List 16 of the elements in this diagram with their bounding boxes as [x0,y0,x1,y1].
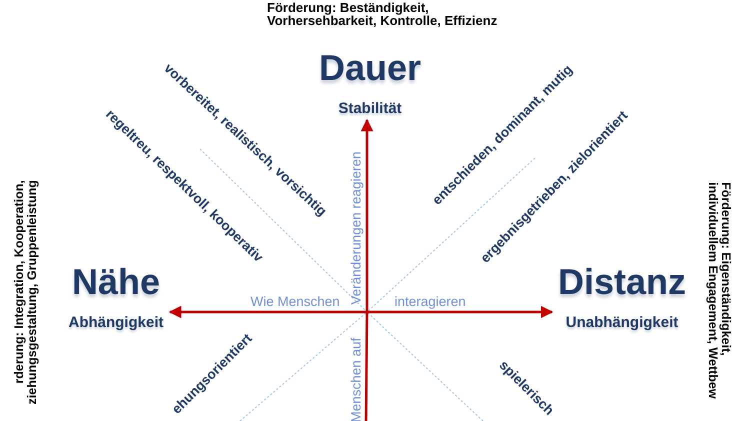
pole-subtitle: Abhängigkeit [67,314,164,332]
axis-label: interagieren [394,295,466,310]
axis-label: Wie Menschen [250,295,340,310]
axis-label: Veränderungen reagieren [348,152,364,305]
pole-subtitle: Unabhängigkeit [564,314,680,332]
pole-subtitle: Stabilität [337,100,403,118]
pole-heading: Dauer [318,48,422,88]
axis-label: Menschen auf [348,338,363,421]
note-text: Förderung: Beständigkeit, Vorhersehbarkeit, Kontrolle, Effizienz [267,0,498,28]
arrow [168,306,367,318]
note-text: rderung: Integration, Kooperation, ziehungsgestaltung, Gruppenleistung [12,180,40,406]
note-text: Förderung: Eigenständigkeit, individuellem Engagement, Wettbew [706,182,732,401]
arrow [367,306,554,318]
arrow [360,118,374,312]
pole-heading: Nähe [70,262,162,302]
pole-heading: Distanz [558,262,688,302]
